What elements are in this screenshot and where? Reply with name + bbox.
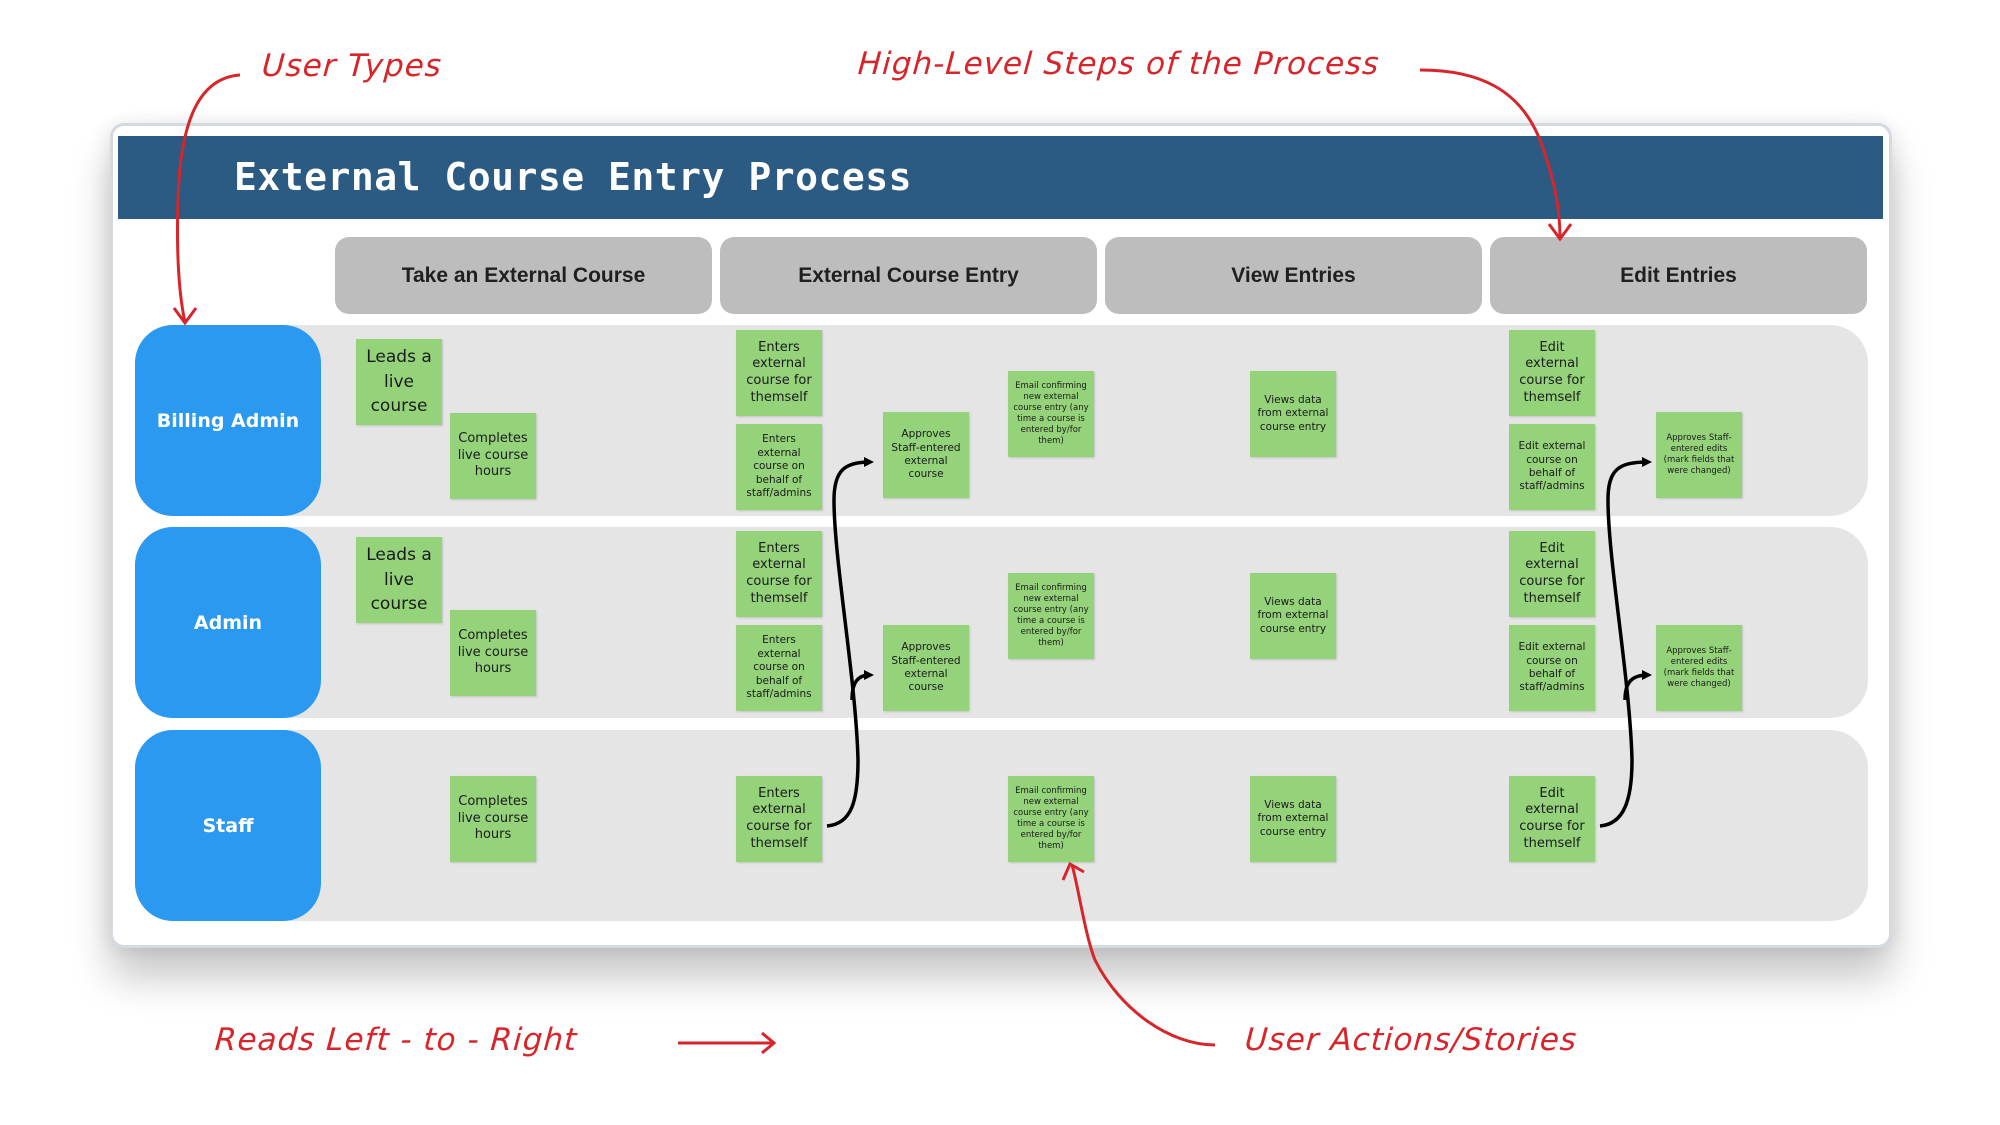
step-header-edit-entries: Edit Entries [1490, 237, 1867, 314]
note-ba-email-confirm: Email confirming new external course ent… [1008, 371, 1094, 457]
note-admin-email-confirm: Email confirming new external course ent… [1008, 573, 1094, 659]
note-admin-enters-behalf: Enters external course on behalf of staf… [736, 625, 822, 711]
step-header-view-entries: View Entries [1105, 237, 1482, 314]
note-admin-approves-course: Approves Staff-entered external course [883, 625, 969, 711]
annotation-user-types: User Types [260, 48, 444, 84]
diagram-title: External Course Entry Process [234, 155, 912, 199]
title-bar: External Course Entry Process [118, 136, 1883, 219]
role-admin: Admin [135, 527, 321, 718]
note-admin-approves-edits: Approves Staff-entered edits (mark field… [1656, 625, 1742, 711]
note-admin-leads-course: Leads a live course [356, 537, 442, 623]
annotation-reads-direction: Reads Left - to - Right [213, 1022, 579, 1058]
annotation-user-actions: User Actions/Stories [1243, 1022, 1579, 1058]
annotation-high-level-steps: High-Level Steps of the Process [856, 46, 1381, 82]
note-staff-completes-hours: Completes live course hours [450, 776, 536, 862]
note-ba-enters-behalf: Enters external course on behalf of staf… [736, 424, 822, 510]
note-staff-edit-self: Edit external course for themself [1509, 776, 1595, 862]
note-ba-enters-self: Enters external course for themself [736, 330, 822, 416]
step-header-take-course: Take an External Course [335, 237, 712, 314]
note-ba-approves-edits: Approves Staff-entered edits (mark field… [1656, 412, 1742, 498]
role-billing-admin: Billing Admin [135, 325, 321, 516]
note-admin-enters-self: Enters external course for themself [736, 531, 822, 617]
note-admin-completes-hours: Completes live course hours [450, 610, 536, 696]
note-ba-leads-course: Leads a live course [356, 339, 442, 425]
note-ba-approves-course: Approves Staff-entered external course [883, 412, 969, 498]
swimlane-staff [135, 730, 1868, 921]
note-staff-views-data: Views data from external course entry [1250, 776, 1336, 862]
note-staff-enters-self: Enters external course for themself [736, 776, 822, 862]
note-admin-views-data: Views data from external course entry [1250, 573, 1336, 659]
note-ba-views-data: Views data from external course entry [1250, 371, 1336, 457]
step-header-course-entry: External Course Entry [720, 237, 1097, 314]
note-ba-edit-self: Edit external course for themself [1509, 330, 1595, 416]
note-admin-edit-behalf: Edit external course on behalf of staff/… [1509, 625, 1595, 711]
annotation-arrowhead-reads-direction [761, 1031, 777, 1055]
role-staff: Staff [135, 730, 321, 921]
note-ba-edit-behalf: Edit external course on behalf of staff/… [1509, 424, 1595, 510]
note-ba-completes-hours: Completes live course hours [450, 413, 536, 499]
note-staff-email-confirm: Email confirming new external course ent… [1008, 776, 1094, 862]
note-admin-edit-self: Edit external course for themself [1509, 531, 1595, 617]
